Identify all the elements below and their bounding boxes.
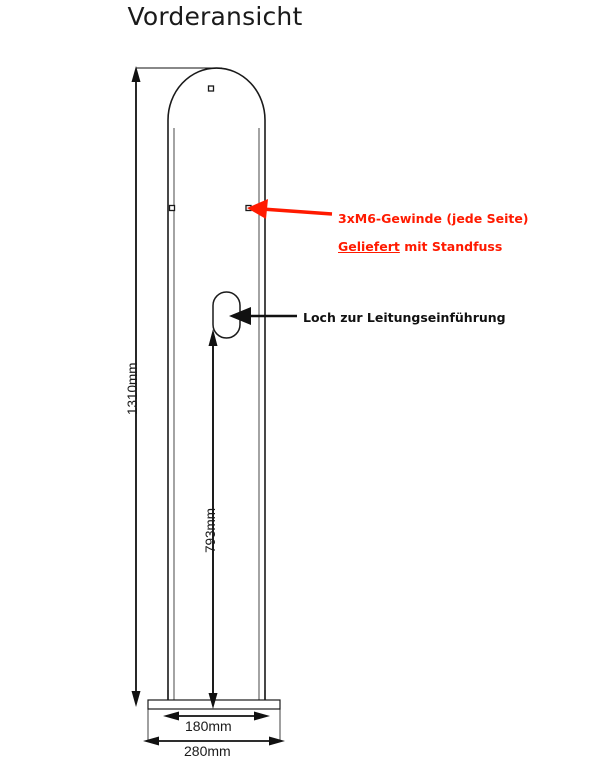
dimension-arrow-1310-bottom <box>131 691 141 707</box>
dimension-label-280: 280mm <box>184 743 231 759</box>
annotation-stand-note-rest: mit Standfuss <box>399 239 503 254</box>
m6-thread-hole-top <box>207 85 215 92</box>
dimension-arrow-1310-top <box>131 66 141 82</box>
dimension-arrow-280-left <box>143 736 159 746</box>
dimension-arrow-180-left <box>163 711 179 721</box>
annotation-cable-hole-note: Loch zur Leitungseinführung <box>303 310 506 325</box>
leader-line-thread-note <box>261 207 333 216</box>
dimension-arrow-793-bottom <box>208 693 218 709</box>
annotation-stand-note-underlined: Geliefert <box>338 239 400 254</box>
dimension-arrow-793-top <box>208 329 218 346</box>
dimension-label-180: 180mm <box>185 718 232 734</box>
annotation-stand-note: Geliefert mit Standfuss <box>338 239 502 254</box>
dimension-label-793: 793mm <box>203 507 218 553</box>
leader-arrow-thread-note <box>247 199 268 219</box>
annotation-thread-note: 3xM6-Gewinde (jede Seite) <box>338 211 529 226</box>
dimension-arrow-180-right <box>254 711 270 721</box>
dimension-arrow-280-right <box>269 736 285 746</box>
leader-arrow-cable-note <box>229 307 251 325</box>
page-title: Vorderansicht <box>127 2 303 31</box>
dimension-label-1310: 1310mm <box>125 362 140 415</box>
post-body-outline <box>167 67 266 705</box>
m6-thread-hole-left <box>168 204 176 212</box>
